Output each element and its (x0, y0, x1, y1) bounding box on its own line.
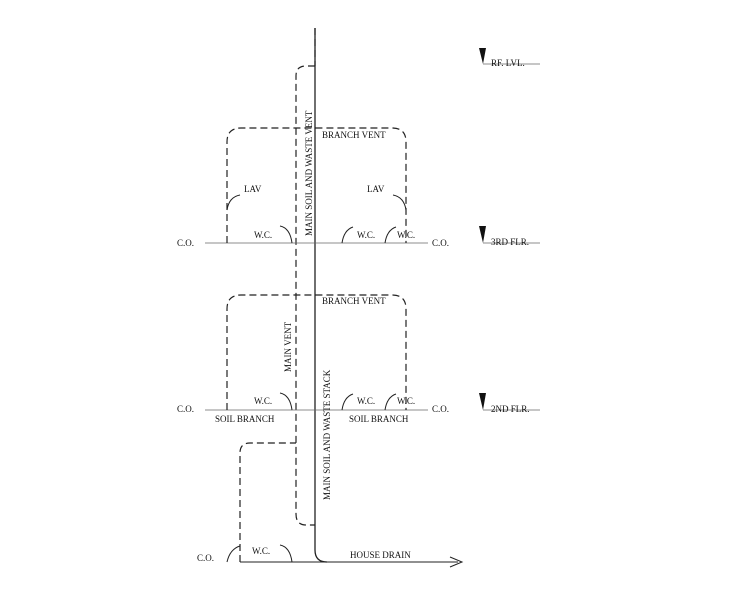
co-ground-label: C.O. (197, 553, 214, 563)
main-soil-waste-vent-label: MAIN SOIL AND WASTE VENT (304, 110, 314, 236)
wc-3rd-right-label: W.C. (397, 230, 415, 240)
roof-level-label: RF. LVL. (491, 58, 525, 68)
house-drain-label: HOUSE DRAIN (350, 550, 411, 560)
wc-3rd-left-trap (279, 225, 293, 244)
wc-2nd-mid-label: W.C. (357, 396, 375, 406)
third-floor-level-marker-icon (479, 226, 486, 243)
wc-2nd-right-label: W.C. (397, 396, 415, 406)
branch-vent-lower-label: BRANCH VENT (322, 296, 386, 306)
soil-branch-right-label: SOIL BRANCH (349, 414, 409, 424)
lav-left-trap (226, 194, 241, 211)
second-floor-label: 2ND FLR. (491, 404, 530, 414)
wc-2nd-left-label: W.C. (254, 396, 272, 406)
third-floor-label: 3RD FLR. (491, 237, 529, 247)
second-floor-level-marker-icon (479, 393, 486, 410)
main-soil-waste-stack-label: MAIN SOIL AND WASTE STACK (322, 369, 332, 500)
wc-ground-label: W.C. (252, 546, 270, 556)
soil-branch-left-label: SOIL BRANCH (215, 414, 275, 424)
lav-right-trap (392, 194, 407, 211)
lower-branch-vent (226, 294, 407, 410)
lav-right-label: LAV (367, 184, 385, 194)
co-2nd-left-label: C.O. (177, 404, 194, 414)
wc-3rd-mid-label: W.C. (357, 230, 375, 240)
wc-2nd-left-trap (279, 392, 293, 411)
wc-2nd-mid-trap (341, 393, 354, 411)
co-3rd-left-label: C.O. (177, 238, 194, 248)
house-drain-arrow (449, 556, 464, 568)
branch-vent-upper-label: BRANCH VENT (322, 130, 386, 140)
ground-floor-vent (239, 442, 296, 562)
co-ground-trap (226, 545, 241, 563)
wc-3rd-right-trap (384, 226, 397, 244)
wc-2nd-right-trap (384, 393, 397, 411)
roof-level-marker-icon (479, 48, 486, 64)
wc-3rd-mid-trap (341, 226, 354, 244)
upper-branch-vent (226, 127, 407, 243)
lav-left-label: LAV (244, 184, 262, 194)
wc-3rd-left-label: W.C. (254, 230, 272, 240)
wc-ground-trap (279, 544, 293, 563)
stack-to-house-drain-elbow (314, 549, 328, 563)
co-3rd-right-label: C.O. (432, 238, 449, 248)
main-vent-label: MAIN VENT (283, 321, 293, 372)
co-2nd-right-label: C.O. (432, 404, 449, 414)
